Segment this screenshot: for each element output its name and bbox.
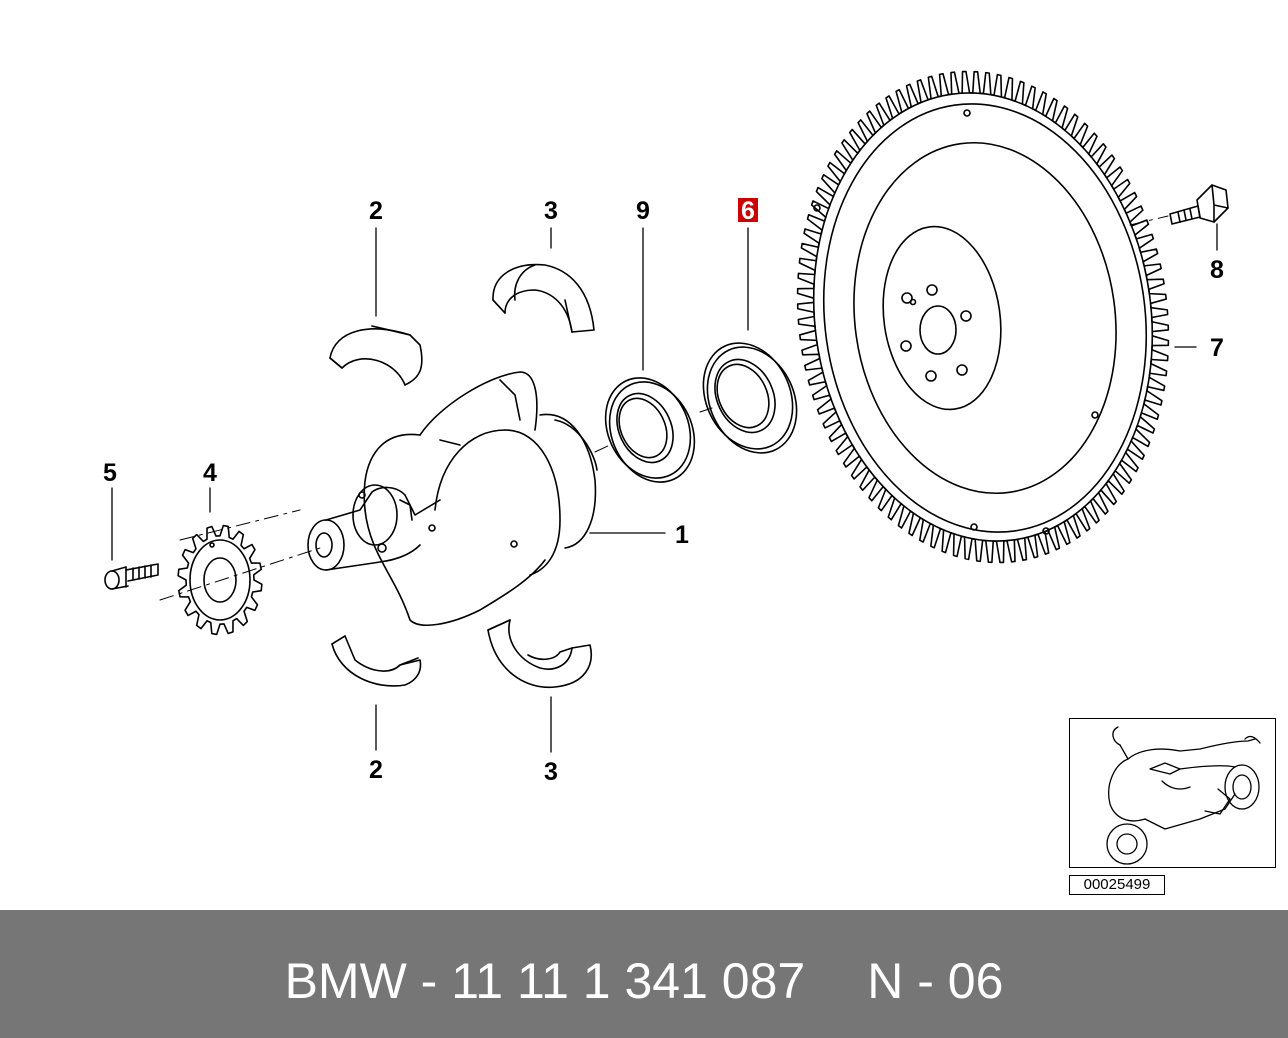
part-number: BMW - 11 11 1 341 087 bbox=[284, 953, 806, 1009]
callout-2-bottom: 2 bbox=[369, 756, 383, 784]
bolt-5 bbox=[104, 563, 159, 590]
exploded-parts-diagram: 2 3 9 6 8 7 1 4 5 2 3 bbox=[103, 70, 1229, 786]
bearing-shell-bottom-3 bbox=[487, 619, 592, 689]
crankshaft bbox=[307, 371, 598, 626]
flywheel-bolt-8 bbox=[1169, 184, 1229, 225]
sprocket-wheel bbox=[177, 524, 263, 636]
callout-4: 4 bbox=[203, 459, 217, 487]
callout-3-top: 3 bbox=[544, 197, 558, 225]
flywheel bbox=[796, 70, 1170, 564]
footer-caption: BMW - 11 11 1 341 087 N - 06 bbox=[0, 952, 1288, 1010]
callout-9: 9 bbox=[636, 197, 650, 225]
callout-5: 5 bbox=[103, 459, 117, 487]
bearing-shell-bottom-2 bbox=[331, 635, 422, 687]
motorcycle-icon bbox=[1106, 726, 1261, 865]
callout-8: 8 bbox=[1210, 256, 1224, 284]
callout-1: 1 bbox=[675, 521, 689, 549]
bearing-shell-top-2 bbox=[329, 325, 423, 386]
flywheel-teeth-outline bbox=[796, 70, 1170, 564]
shaft-seal-6 bbox=[702, 342, 798, 454]
bearing-ring-9 bbox=[604, 377, 696, 483]
callout-6: 6 bbox=[741, 197, 755, 225]
callout-7: 7 bbox=[1210, 334, 1224, 362]
sprocket-teeth-outline bbox=[177, 524, 263, 636]
footer-bar bbox=[0, 910, 1288, 1038]
bearing-shell-top-3 bbox=[492, 263, 595, 333]
diagram-code: 00025499 bbox=[1069, 875, 1165, 895]
vehicle-thumbnail bbox=[1069, 718, 1276, 868]
callout-2-top: 2 bbox=[369, 197, 383, 225]
callout-6-highlight bbox=[738, 198, 758, 222]
callout-3-bottom: 3 bbox=[544, 758, 558, 786]
diagram-reference: N - 06 bbox=[867, 953, 1004, 1009]
